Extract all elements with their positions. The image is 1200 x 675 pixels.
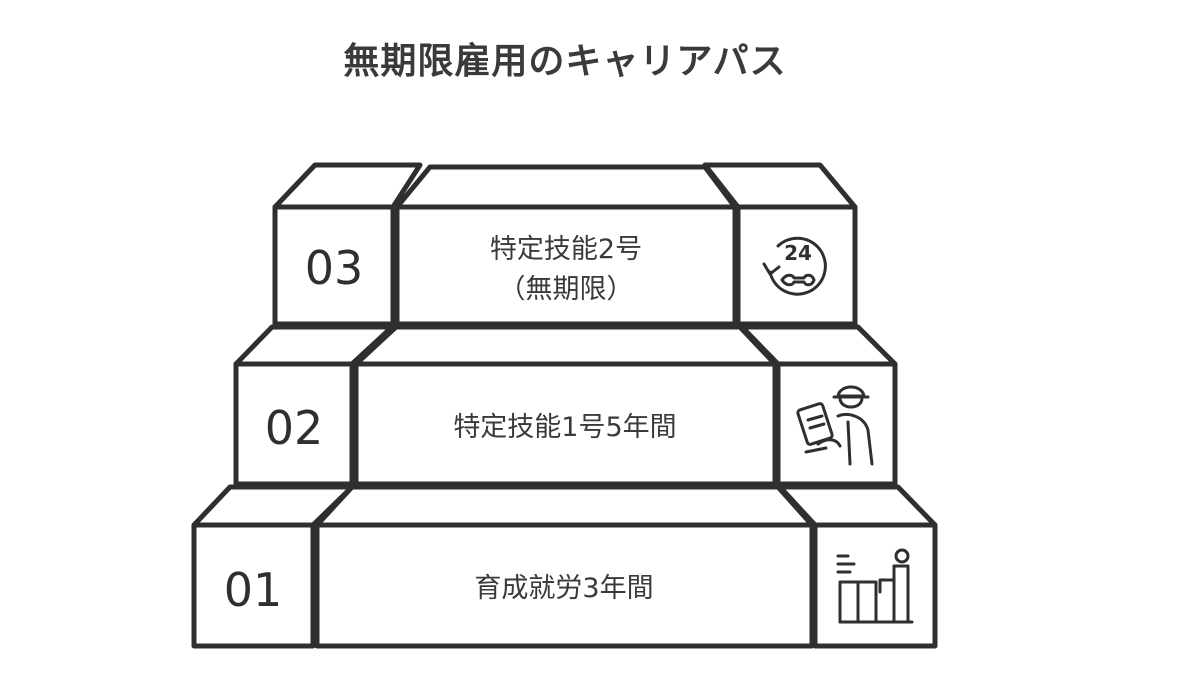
step-03-number-box [272,204,396,327]
step-02-label-box [353,361,778,487]
24-hour-service-icon: 24 [762,236,827,296]
step-01-top-right-face [777,484,938,528]
step-02-top-center-face [353,324,778,367]
step-01-top-left-face [191,484,355,528]
step-02-block [233,324,898,487]
step-03-block [272,162,858,327]
step-01-number-box [191,522,316,649]
step-02-number-box [233,361,355,487]
step-03-number: 03 [305,241,364,295]
technician-with-clipboard-icon [796,385,874,466]
step-02-icon-box [775,361,898,487]
step-03-label-line-1: 特定技能2号 [490,234,642,265]
step-01-number: 01 [224,563,283,617]
step-01-label-box [314,522,815,649]
step-03-label-line-2: （無期限） [499,274,634,305]
step-02-top-right-face [739,324,898,367]
step-03-icon-box [735,204,858,327]
24-hour-label: 24 [784,241,812,265]
step-02-number: 02 [265,401,324,455]
diagram-title: 無期限雇用のキャリアパス [343,41,787,82]
step-03-top-left-face [272,162,423,210]
step-03-label-box [394,204,738,327]
step-02-top-left-face [233,324,395,367]
step-01-top-center-face [314,484,815,528]
step-01-icon-box [812,522,938,649]
step-03-top-center-face [394,164,738,210]
worker-at-desk-icon [836,548,914,624]
step-02-label: 特定技能1号5年間 [453,412,676,443]
step-01-label: 育成就労3年間 [474,573,653,604]
step-01-block [191,484,938,649]
